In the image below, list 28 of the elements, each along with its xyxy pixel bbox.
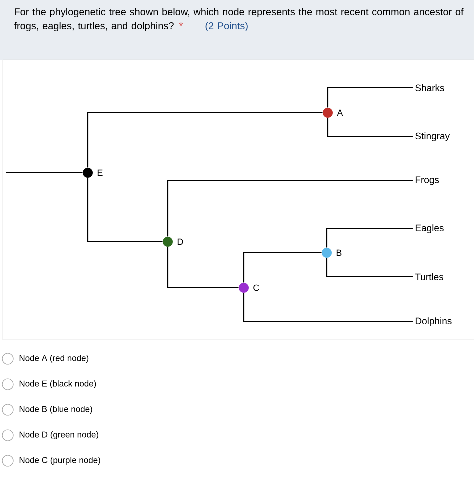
tree-branch bbox=[327, 118, 413, 138]
tree-branch bbox=[243, 252, 322, 283]
tree-branch bbox=[87, 112, 323, 168]
leaf-label: Eagles bbox=[416, 224, 444, 234]
tree-branch bbox=[326, 258, 413, 278]
tree-branch bbox=[167, 180, 413, 237]
tree-branch bbox=[6, 172, 83, 174]
radio-option: Node A (red node) bbox=[2, 353, 89, 365]
node-letter: C bbox=[254, 284, 260, 292]
radio-option: Node D (green node) bbox=[2, 430, 98, 442]
node-letter: B bbox=[336, 250, 342, 256]
node-letter: D bbox=[178, 238, 184, 246]
question-text: For the phylogenetic tree shown below, which node represents the most recent common ancestor of frogs, eagles, turtles, and dolphins? * (2 Points) bbox=[14, 8, 464, 32]
leaf-label: Turtles bbox=[415, 274, 444, 280]
leaf-label: Stingray bbox=[416, 132, 450, 142]
tree-branch bbox=[243, 293, 413, 323]
leaf-label: Frogs bbox=[416, 176, 440, 186]
node-letter: A bbox=[337, 110, 344, 116]
leaf-label: Sharks bbox=[416, 84, 444, 92]
tree-branch bbox=[87, 178, 163, 243]
tree-branch bbox=[326, 228, 413, 248]
tree-branch bbox=[327, 87, 413, 108]
node-letter: E bbox=[98, 170, 103, 176]
radio-option: Node C (purple node) bbox=[2, 455, 100, 467]
radio-option: Node B (blue node) bbox=[2, 404, 92, 416]
tree-branch bbox=[167, 247, 239, 289]
radio-option: Node E (black node) bbox=[2, 378, 96, 390]
leaf-label: Dolphins bbox=[416, 318, 452, 326]
